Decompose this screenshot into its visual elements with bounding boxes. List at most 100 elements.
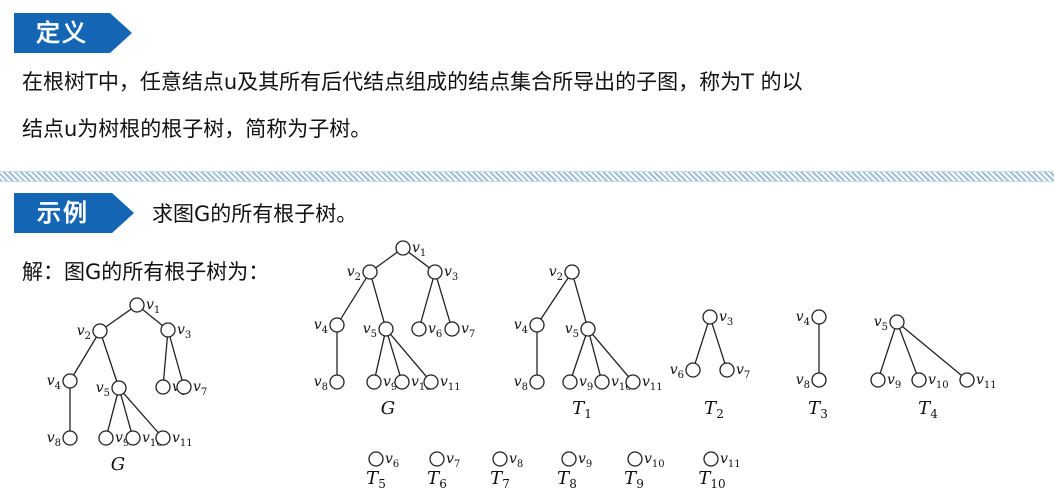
node-label-sub: 5 [573,329,579,340]
tree-edge [107,394,118,432]
node-label: v3 [444,264,458,283]
node-label-sub: 10 [652,459,665,470]
node-label-sub: 9 [895,380,901,391]
node-label: v9 [887,372,901,391]
node-label: v8 [509,451,523,470]
tree-caption-sub: 3 [820,407,828,421]
tree-node [529,317,545,333]
example-prompt: 求图G的所有根子树。 [152,202,358,226]
node-label: v10 [928,372,949,391]
node-label: v8 [314,374,328,393]
node-label-sub: 10 [936,380,949,391]
node-label-sub: 2 [557,272,563,283]
tree-edge [123,392,159,434]
node-label: v1 [146,297,160,316]
node-label-base: v [193,379,201,395]
definition-banner-shape [14,13,132,53]
node-label-base: v [514,374,522,390]
node-label-base: v [720,451,728,467]
tree-edge [142,308,163,327]
node-label-base: v [446,451,454,467]
tree-node [394,374,410,390]
tree-node [811,372,827,388]
tree-node [395,240,411,256]
tree-caption: T1 [572,398,592,421]
tree-caption: T2 [704,398,724,421]
example-banner-shape [14,193,134,233]
node-label-sub: 10 [419,382,432,393]
tree-caption: G [381,398,395,419]
tree-caption: T8 [557,468,577,491]
node-label: v8 [796,372,810,391]
tree-node [411,321,427,337]
node-label: v11 [720,451,741,470]
node-label-base: v [146,297,154,313]
node-label-sub: 1 [420,248,426,259]
node-label: v5 [96,380,110,399]
tree-caption-base: T [698,468,712,489]
tree-caption-sub: 4 [930,407,938,421]
node-label-sub: 3 [185,330,191,341]
node-label: v3 [177,322,191,341]
tree-caption-base: T [572,398,586,419]
node-label-base: v [461,321,469,337]
tree-node [564,264,580,280]
tree-node [702,309,718,325]
node-label-base: v [142,430,150,446]
tree-caption: T7 [490,468,510,491]
tree-edge [101,337,118,382]
tree-node [444,321,460,337]
node-label: v2 [549,264,563,283]
node-label-sub: 2 [355,272,361,283]
node-label-sub: 8 [55,438,61,449]
node-label-sub: 11 [650,382,663,393]
node-label-sub: 5 [371,329,377,340]
node-label-base: v [719,309,727,325]
tree-node [594,374,610,390]
node-label: v5 [363,321,377,340]
definition-text-line2: 结点u为树根的根子树，简称为子树。 [22,117,372,141]
node-label-base: v [644,451,652,467]
node-label: v9 [578,451,592,470]
node-label-sub: 9 [586,459,592,470]
tree-node [92,323,108,339]
node-label-sub: 2 [85,331,91,342]
node-label-sub: 6 [436,329,442,340]
node-label-sub: 11 [180,438,193,449]
node-label-sub: 8 [322,382,328,393]
node-label: v10 [142,430,163,449]
tree-edge [162,336,169,381]
node-label: v2 [347,264,361,283]
tree-node [62,430,78,446]
node-label-base: v [796,372,804,388]
tree-caption-base: T [490,468,504,489]
tree-node [959,372,975,388]
tree-node [329,374,345,390]
tree-caption: T5 [366,468,386,491]
tree-caption-base: T [427,468,441,489]
node-label-sub: 11 [728,459,741,470]
tree-edge [573,278,587,323]
node-label-base: v [874,314,882,330]
node-label-base: v [314,317,322,333]
node-label-sub: 10 [619,382,632,393]
node-label-base: v [383,374,391,390]
tree-node [427,264,443,280]
example-banner: 示例 [14,193,136,233]
node-label-sub: 4 [322,325,328,336]
node-label-sub: 3 [452,272,458,283]
node-label-sub: 8 [522,382,528,393]
node-label: v8 [514,374,528,393]
node-label-base: v [363,321,371,337]
node-label-sub: 9 [123,438,129,449]
node-label-sub: 9 [587,382,593,393]
tree-edge [375,251,398,269]
tree-edge [571,335,587,376]
tree-caption-sub: 6 [439,477,447,491]
node-label: v11 [172,430,193,449]
node-label: v11 [976,372,997,391]
tree-node [129,297,145,313]
